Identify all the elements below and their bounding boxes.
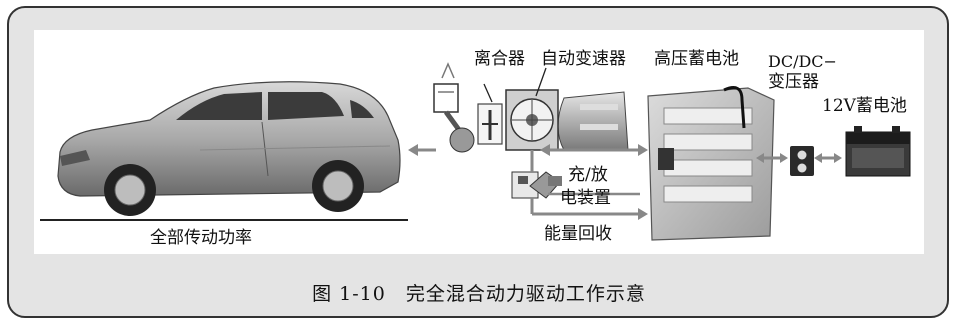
label-energy-recovery: 能量回收 [544, 224, 612, 244]
clutch-icon [477, 83, 503, 145]
label-charger-line1: 充/放 [568, 165, 608, 185]
label-hv-battery: 高压蓄电池 [654, 49, 739, 69]
engine-piston-icon [433, 62, 475, 153]
connection-lines [530, 144, 648, 220]
double-arrow-battery-dcdc [756, 153, 788, 163]
hv-battery-icon [647, 86, 775, 241]
dcdc-converter-icon [790, 146, 814, 176]
power-arrow-left [408, 144, 436, 156]
label-auto-transmission: 自动变速器 [541, 49, 626, 69]
charger-device-icon [511, 171, 562, 199]
figure-caption: 图 1-10 完全混合动力驱动工作示意 [312, 283, 646, 305]
label-12v-battery: 12V蓄电池 [822, 96, 907, 116]
label-full-drive-power: 全部传动功率 [150, 228, 252, 248]
label-dcdc-line2: 变压器 [768, 72, 819, 92]
label-clutch: 离合器 [474, 49, 525, 69]
car-illustration [57, 81, 401, 216]
transmission-icon [505, 67, 629, 151]
label-charger-line2: 电装置 [560, 188, 611, 208]
battery-12v-icon [845, 126, 911, 177]
label-dcdc-line1: DC/DC− [768, 52, 837, 71]
double-arrow-dcdc-12v [814, 153, 842, 163]
